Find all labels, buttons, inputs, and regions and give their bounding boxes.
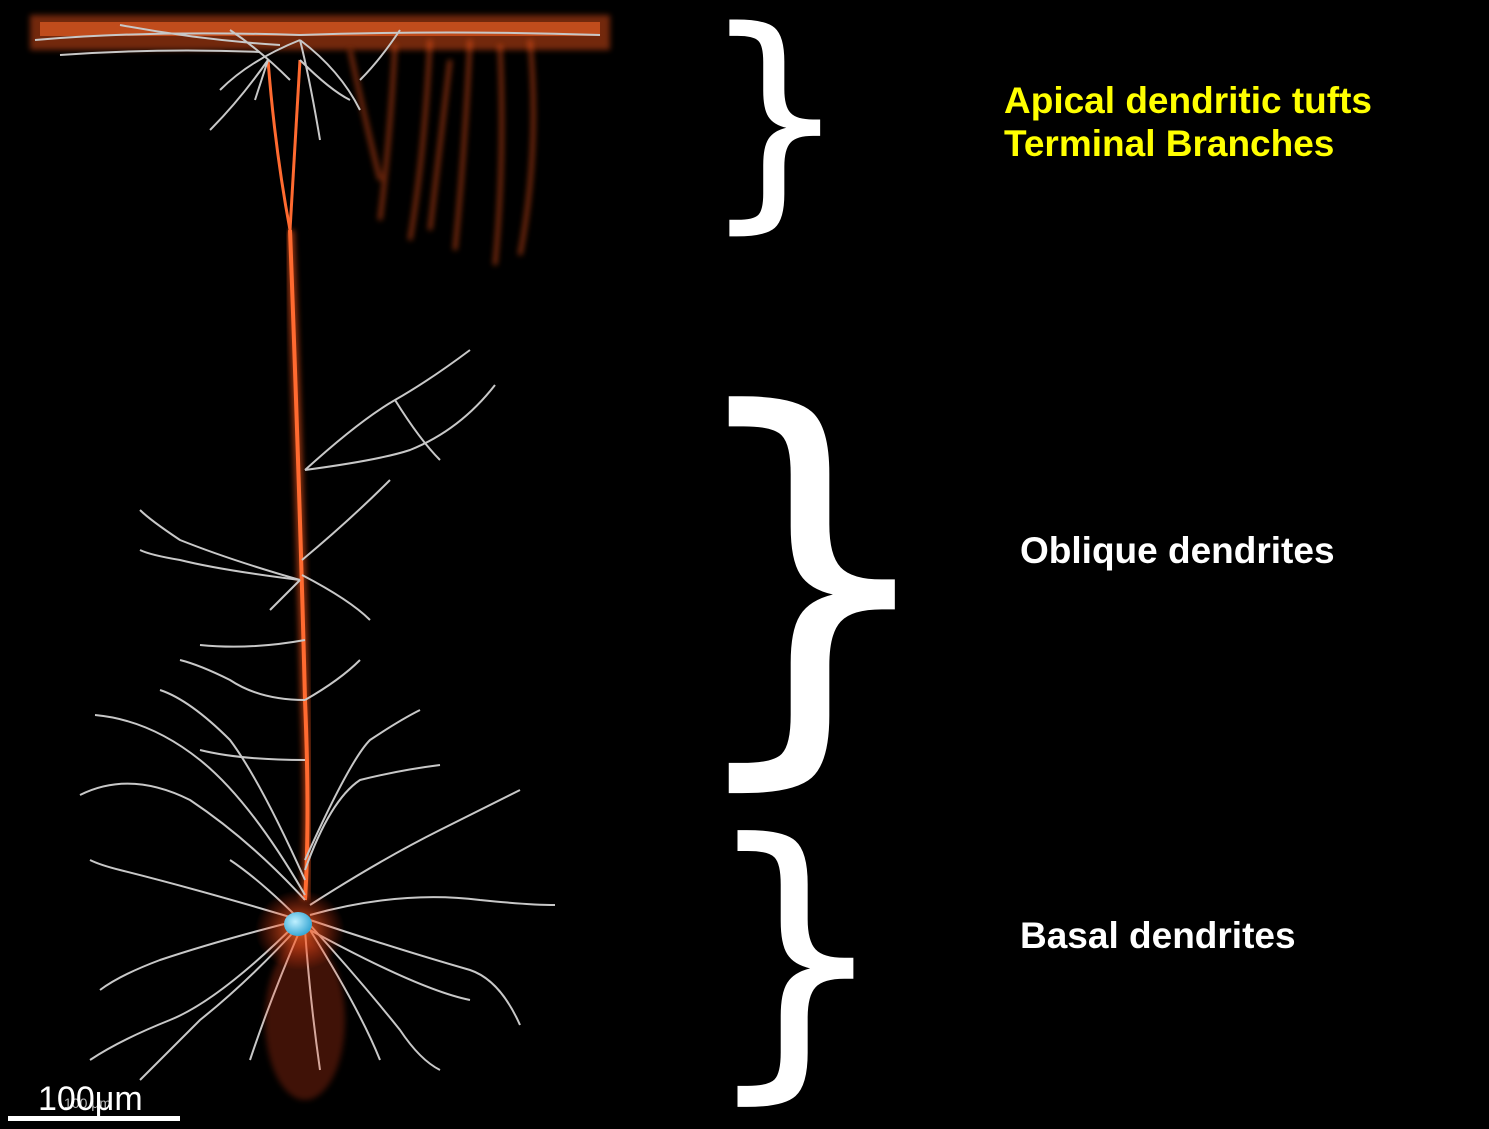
basal-label: Basal dendrites [1020,915,1296,958]
neuron-image [0,0,620,1122]
oblique-dendrites [140,350,495,647]
oblique-label: Oblique dendrites [1020,530,1335,573]
scale-bar [8,1116,180,1121]
soma [255,890,345,1100]
apical-label-line2: Terminal Branches [1004,123,1372,166]
scale-bar-label: 100μm [38,1080,143,1119]
apical-label: Apical dendritic tufts Terminal Branches [1004,80,1372,165]
oblique-brace: } [675,360,949,790]
apical-trunk [268,60,308,900]
apical-brace: } [700,0,850,235]
apical-label-line1: Apical dendritic tufts [1004,80,1372,123]
basal-brace: } [700,805,891,1105]
